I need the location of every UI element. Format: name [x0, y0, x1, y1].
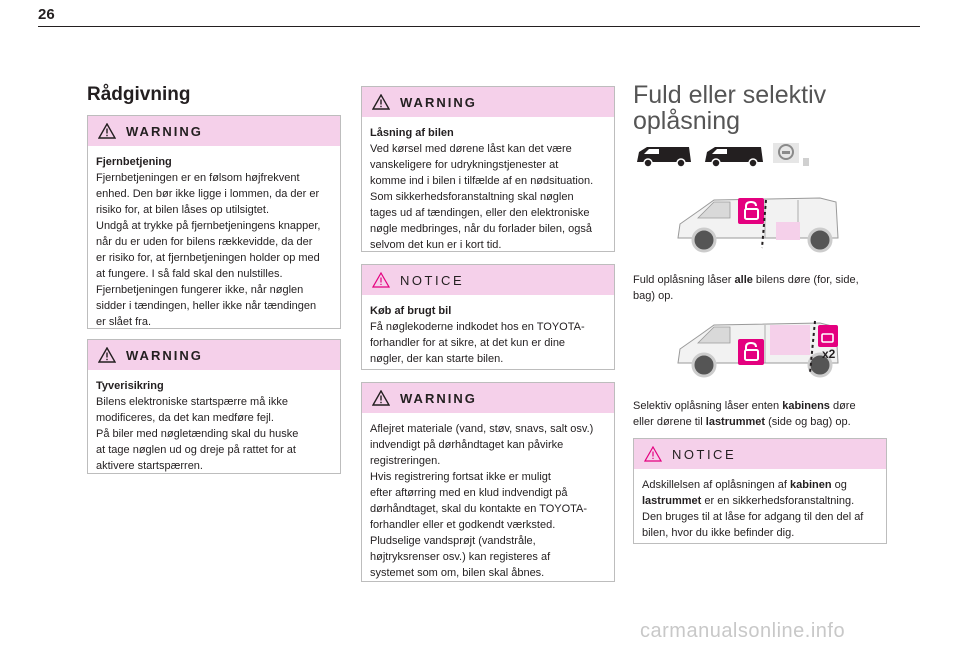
warning-box-remote: WARNING Fjernbetjening Fjernbetjeningen …	[87, 115, 341, 329]
line: indvendigt på dørhåndtaget kan påvirke	[370, 439, 564, 451]
line: Pludselige vandsprøjt (vandstråle,	[370, 535, 536, 547]
line: På biler med nøgletænding skal du huske	[96, 428, 299, 440]
line: Bilens elektroniske startspærre må ikke	[96, 396, 288, 408]
warning-triangle-icon	[372, 390, 390, 406]
warning-triangle-icon	[372, 94, 390, 110]
notice-title: Køb af brugt bil	[370, 305, 452, 317]
title-line: oplåsning	[633, 107, 741, 135]
warning-label: WARNING	[400, 94, 477, 110]
warning-triangle-icon	[98, 347, 116, 363]
warning-body: Låsning af bilen Ved kørsel med dørene l…	[362, 117, 614, 259]
line: er slået fra.	[96, 316, 152, 328]
line: nøgle medbringes, når du forlader bilen,…	[370, 223, 592, 235]
line: Fjernbetjeningen fungerer ikke, når nøgl…	[96, 284, 304, 296]
notice-box-separation: NOTICE Adskillelsen af oplåsningen af ka…	[633, 438, 887, 544]
watermark: carmanualsonline.info	[640, 620, 846, 642]
notice-header: NOTICE	[634, 439, 886, 469]
selective-unlock-text: Selektiv oplåsning låser enten kabinens …	[633, 400, 856, 428]
warning-label: WARNING	[126, 123, 203, 139]
line: selvom det kun er i kort tid.	[370, 239, 502, 251]
line: Fjernbetjeningen er en følsom højfrekven…	[96, 172, 300, 184]
line: Ved kørsel med dørene låst kan det være	[370, 143, 572, 155]
notice-header: NOTICE	[362, 265, 614, 295]
line: aktivere startspærren.	[96, 460, 203, 472]
line: komme ind i bilen i tilfælde af en nødsi…	[370, 175, 594, 187]
warning-title: Låsning af bilen	[370, 127, 454, 139]
notice-triangle-icon	[644, 446, 662, 462]
line: Få nøglekoderne indkodet hos en TOYOTA-	[370, 321, 585, 333]
warning-box-locking: WARNING Låsning af bilen Ved kørsel med …	[361, 86, 615, 252]
warning-body: Aflejret materiale (vand, støv, snavs, s…	[362, 413, 614, 587]
warning-label: WARNING	[400, 390, 477, 406]
warning-title: Tyverisikring	[96, 380, 164, 392]
line: Hvis registrering fortsat ikke er muligt	[370, 471, 551, 483]
warning-label: WARNING	[126, 347, 203, 363]
line: modificeres, da det kan medføre fejl.	[96, 412, 274, 424]
title-line: Fuld eller selektiv	[633, 81, 827, 109]
notice-body: Køb af brugt bil Få nøglekoderne indkode…	[362, 295, 614, 373]
line: systemet som om, bilen skal åbnes.	[370, 567, 545, 579]
x2-label: x2	[822, 347, 836, 361]
line: Aflejret materiale (vand, støv, snavs, s…	[370, 423, 594, 435]
full-unlock-text: Fuld oplåsning låser alle bilens døre (f…	[633, 274, 859, 302]
line: vanskeligere for udrykningstjenester at	[370, 159, 559, 171]
warning-body: Fjernbetjening Fjernbetjeningen er en fø…	[88, 146, 340, 336]
steering-wheel-icon	[773, 143, 809, 166]
line: at fungere. I så fald skal den nulstille…	[96, 268, 283, 280]
warning-header: WARNING	[362, 87, 614, 117]
line: når du er uden for bilens rækkevidde, da…	[96, 236, 313, 248]
warning-header: WARNING	[88, 340, 340, 370]
car-full-unlock-illustration	[677, 197, 839, 253]
notice-body: Adskillelsen af oplåsningen af kabinen o…	[642, 479, 864, 539]
line: højtryksrenser osv.) kan registeres af	[370, 551, 551, 563]
section-title: Rådgivning	[87, 84, 191, 105]
warning-box-deposits: WARNING Aflejret materiale (vand, støv, …	[361, 382, 615, 582]
van-short-icon	[637, 147, 691, 168]
line: registreringen.	[370, 455, 441, 467]
unlocking-title: Fuld eller selektiv oplåsning	[633, 82, 893, 134]
warning-body: Tyverisikring Bilens elektroniske starts…	[88, 370, 340, 480]
car-selective-unlock-illustration	[677, 320, 839, 378]
line: Undgå at trykke på fjernbetjeningens kna…	[96, 220, 321, 232]
top-divider	[38, 26, 920, 27]
line: er risiko for, at fjernbetjeningen holde…	[96, 252, 320, 264]
line: risiko for, at bilen låses op utilsigtet…	[96, 204, 270, 216]
vehicle-type-icons	[637, 143, 809, 168]
line: forhandler for at sikre, at det kun er d…	[370, 337, 566, 349]
notice-label: NOTICE	[672, 446, 737, 462]
page-number: 26	[38, 6, 55, 23]
warning-header: WARNING	[362, 383, 614, 413]
notice-box-used-car: NOTICE Køb af brugt bil Få nøglekoderne …	[361, 264, 615, 370]
line: sidder i tændingen, heller ikke når tænd…	[96, 300, 317, 312]
line: nøgler, der kan starte bilen.	[370, 353, 504, 365]
warning-box-immobilizer: WARNING Tyverisikring Bilens elektronisk…	[87, 339, 341, 474]
warning-title: Fjernbetjening	[96, 156, 172, 168]
notice-label: NOTICE	[400, 272, 465, 288]
line: tages ud af tændingen, eller den elektro…	[370, 207, 590, 219]
line: at tage nøglen ud og dreje på rattet for…	[96, 444, 296, 456]
van-long-icon	[705, 147, 763, 168]
line: enhed. Den bør ikke ligge i lommen, da d…	[96, 188, 320, 200]
warning-header: WARNING	[88, 116, 340, 146]
warning-triangle-icon	[98, 123, 116, 139]
line: forhandler eller et godkendt værksted.	[370, 519, 556, 531]
line: dørhåndtaget, skal du kontakte en TOYOTA…	[370, 503, 588, 515]
line: efter aftørring med en klud indvendigt p…	[370, 487, 568, 499]
notice-triangle-icon	[372, 272, 390, 288]
line: Som sikkerhedsforanstaltning skal nøglen	[370, 191, 574, 203]
